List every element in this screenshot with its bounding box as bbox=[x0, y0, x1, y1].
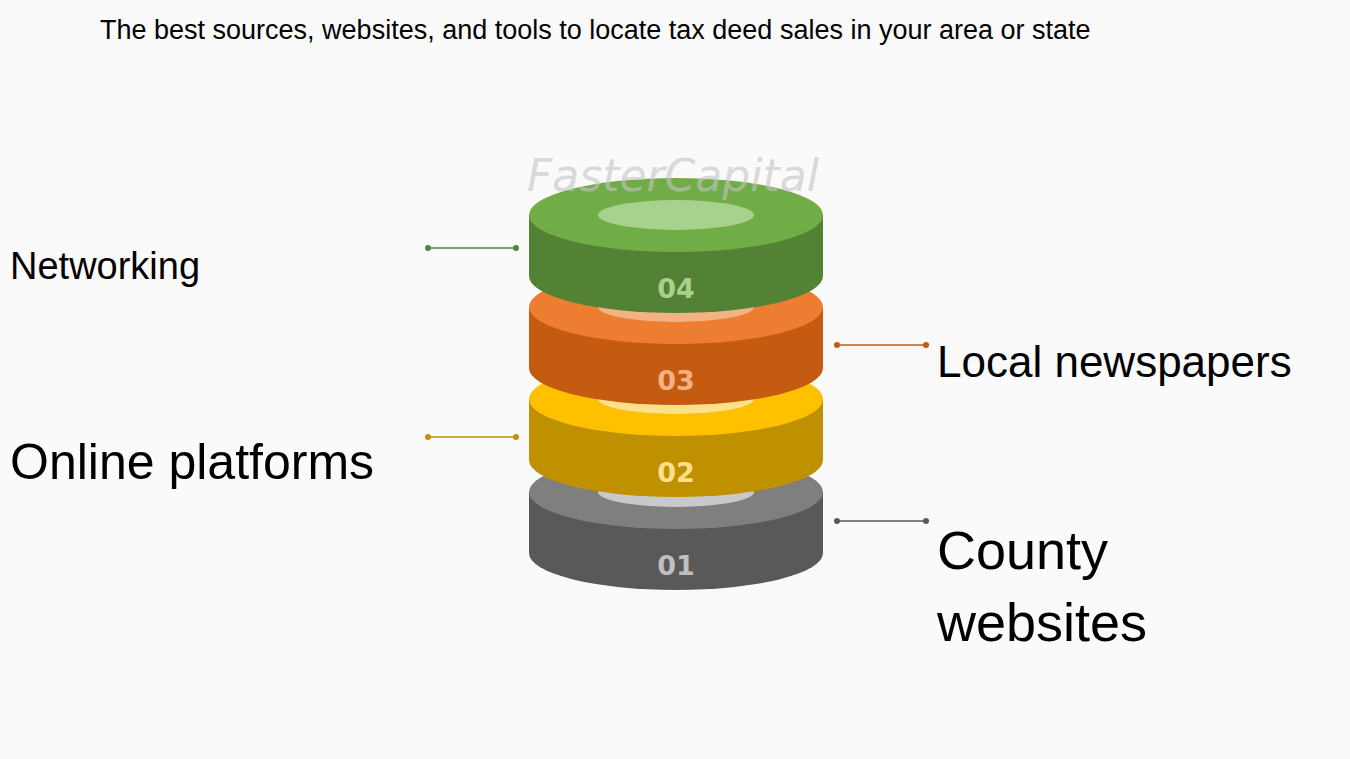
step-number: 02 bbox=[529, 458, 823, 488]
leader-dot bbox=[513, 245, 519, 251]
disk-hole bbox=[598, 200, 754, 230]
step-number: 04 bbox=[529, 274, 823, 304]
leader-dot bbox=[923, 342, 929, 348]
diagram-title: The best sources, websites, and tools to… bbox=[100, 13, 1091, 47]
step-label: Online platforms bbox=[10, 433, 374, 491]
step-number: 01 bbox=[529, 551, 823, 581]
leader-line bbox=[425, 434, 519, 440]
leader-line bbox=[428, 436, 516, 437]
leader-dot bbox=[425, 245, 431, 251]
step-label: Networking bbox=[10, 244, 200, 288]
leader-line bbox=[837, 344, 926, 345]
leader-dot bbox=[834, 342, 840, 348]
leader-dot bbox=[923, 518, 929, 524]
leader-line bbox=[834, 518, 929, 524]
leader-dot bbox=[834, 518, 840, 524]
step-label: Local newspapers bbox=[937, 336, 1292, 388]
step-number: 03 bbox=[529, 366, 823, 396]
leader-line bbox=[425, 245, 519, 251]
leader-dot bbox=[425, 434, 431, 440]
leader-line bbox=[834, 342, 929, 348]
watermark: FasterCapital bbox=[527, 150, 819, 201]
leader-line bbox=[837, 520, 926, 521]
leader-dot bbox=[513, 434, 519, 440]
step-label: County websites bbox=[937, 514, 1197, 658]
leader-line bbox=[428, 247, 516, 248]
